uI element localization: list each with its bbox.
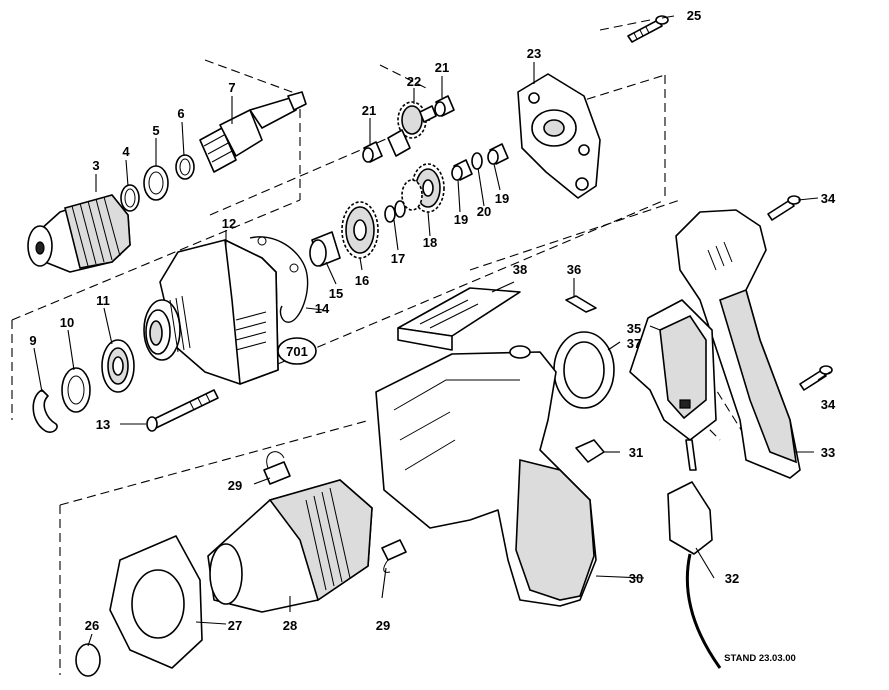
callout-18: 18 <box>423 235 437 250</box>
callout-14: 14 <box>315 301 330 316</box>
callout-19-left: 19 <box>454 212 468 227</box>
name-plate <box>397 287 521 351</box>
lock-button <box>575 439 605 463</box>
callout-26: 26 <box>85 618 99 633</box>
callout-12: 12 <box>222 216 236 231</box>
callout-7: 7 <box>228 80 235 95</box>
callout-21-left: 21 <box>362 103 376 118</box>
washer <box>143 165 169 201</box>
needle-bearing-left <box>362 141 383 163</box>
callout-29-bottom: 29 <box>376 618 390 633</box>
motor-stator <box>207 479 373 613</box>
callout-labels: 3 4 5 6 7 9 10 11 12 13 14 15 16 17 18 1… <box>29 8 836 633</box>
double-gear <box>401 163 445 213</box>
callout-25: 25 <box>687 8 701 23</box>
callout-3: 3 <box>92 158 99 173</box>
brush-ring <box>553 331 615 409</box>
carbon-brush-bottom <box>381 539 407 573</box>
callout-circle-701: 701 <box>277 337 317 365</box>
revision-stamp: STAND 23.03.00 <box>724 653 796 664</box>
callout-701: 701 <box>286 344 308 359</box>
bearing-sleeve <box>309 231 341 267</box>
callout-22: 22 <box>407 74 421 89</box>
trigger-switch <box>629 299 717 471</box>
callout-33: 33 <box>821 445 835 460</box>
callout-31: 31 <box>629 445 643 460</box>
callout-30: 30 <box>629 571 643 586</box>
callout-5: 5 <box>152 123 159 138</box>
pinion-gear <box>387 101 437 157</box>
callout-11: 11 <box>96 293 110 308</box>
bearing-ring <box>61 367 91 413</box>
needle-bearing-upper <box>487 143 509 165</box>
callout-9: 9 <box>29 333 36 348</box>
handle-screw-bottom <box>799 365 833 391</box>
callout-28: 28 <box>283 618 297 633</box>
motor-housing <box>375 345 597 607</box>
assembly-guide-lines <box>11 19 761 675</box>
callout-10: 10 <box>60 315 74 330</box>
carbon-brush-top <box>263 451 291 485</box>
callout-34-top: 34 <box>821 191 836 206</box>
callout-16: 16 <box>355 273 369 288</box>
needle-bearing <box>451 159 473 181</box>
callout-15: 15 <box>329 286 343 301</box>
gear-housing <box>143 239 279 385</box>
callout-38: 38 <box>513 262 527 277</box>
shim-washers <box>384 200 406 223</box>
callout-32: 32 <box>725 571 739 586</box>
handle-screw-top <box>767 195 801 221</box>
gearbox-cover <box>517 73 601 199</box>
callout-21-top: 21 <box>435 60 449 75</box>
bearing-washer <box>471 152 483 170</box>
spur-gear <box>341 201 379 259</box>
callout-27: 27 <box>228 618 242 633</box>
callout-6: 6 <box>177 106 184 121</box>
callout-20: 20 <box>477 204 491 219</box>
callout-13: 13 <box>96 417 110 432</box>
drive-spindle <box>199 91 307 173</box>
circlip <box>32 389 58 433</box>
spring-ring <box>175 154 195 180</box>
callout-35: 35 <box>627 321 641 336</box>
callout-23: 23 <box>527 46 541 61</box>
long-screw <box>146 389 219 432</box>
callout-19-right: 19 <box>495 191 509 206</box>
callout-36: 36 <box>567 262 581 277</box>
leader-lines <box>33 15 831 647</box>
wire-clip <box>565 295 597 313</box>
callout-4: 4 <box>122 144 130 159</box>
retaining-ring <box>120 184 140 212</box>
ball-bearing <box>101 339 135 393</box>
gasket <box>249 236 309 323</box>
drill-chuck <box>27 194 131 273</box>
cover-screw <box>627 15 669 43</box>
snap-ring <box>75 643 101 677</box>
fan-baffle <box>109 535 203 669</box>
callout-37: 37 <box>627 336 641 351</box>
power-cord <box>667 481 722 669</box>
callout-17: 17 <box>391 251 405 266</box>
callout-34-bottom: 34 <box>821 397 836 412</box>
needle-bearing-top <box>434 95 455 117</box>
callout-29-top: 29 <box>228 478 242 493</box>
